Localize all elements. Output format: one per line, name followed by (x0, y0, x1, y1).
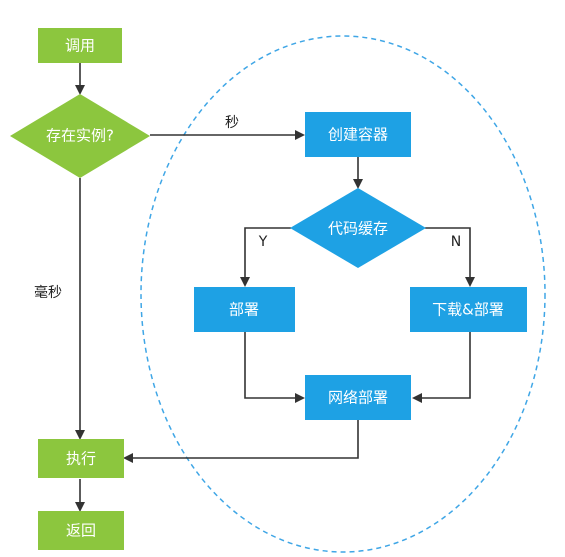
connectors (75, 63, 475, 512)
call-label: 调用 (65, 37, 95, 55)
return-node (38, 511, 124, 550)
network-deploy-label: 网络部署 (328, 389, 388, 407)
cache-to-download-arrow (425, 227, 475, 287)
no-label: N (451, 234, 461, 250)
download-to-network-arrow (412, 332, 471, 403)
network-to-execute-arrow (123, 420, 359, 463)
seconds-label: 秒 (225, 115, 239, 131)
cache-to-deploy-arrow (240, 227, 291, 287)
instance-check-diamond (10, 94, 150, 178)
return-label: 返回 (66, 522, 96, 540)
create-container-label: 创建容器 (328, 126, 388, 144)
network-deploy-node (305, 375, 411, 420)
execute-node (38, 439, 124, 478)
deploy-label: 部署 (229, 301, 259, 319)
create-container-node (305, 112, 411, 157)
instance-check-label: 存在实例? (46, 127, 114, 145)
yes-label: Y (258, 234, 268, 250)
deploy-node (194, 287, 295, 332)
code-cache-diamond (290, 188, 426, 268)
download-deploy-node (410, 287, 527, 332)
code-cache-label: 代码缓存 (328, 220, 388, 238)
execute-label: 执行 (66, 450, 96, 468)
milliseconds-label: 毫秒 (34, 284, 62, 301)
deploy-to-network-arrow (244, 332, 305, 403)
download-deploy-label: 下载&部署 (432, 301, 504, 319)
call-node (38, 28, 122, 63)
container-boundary (140, 35, 546, 553)
